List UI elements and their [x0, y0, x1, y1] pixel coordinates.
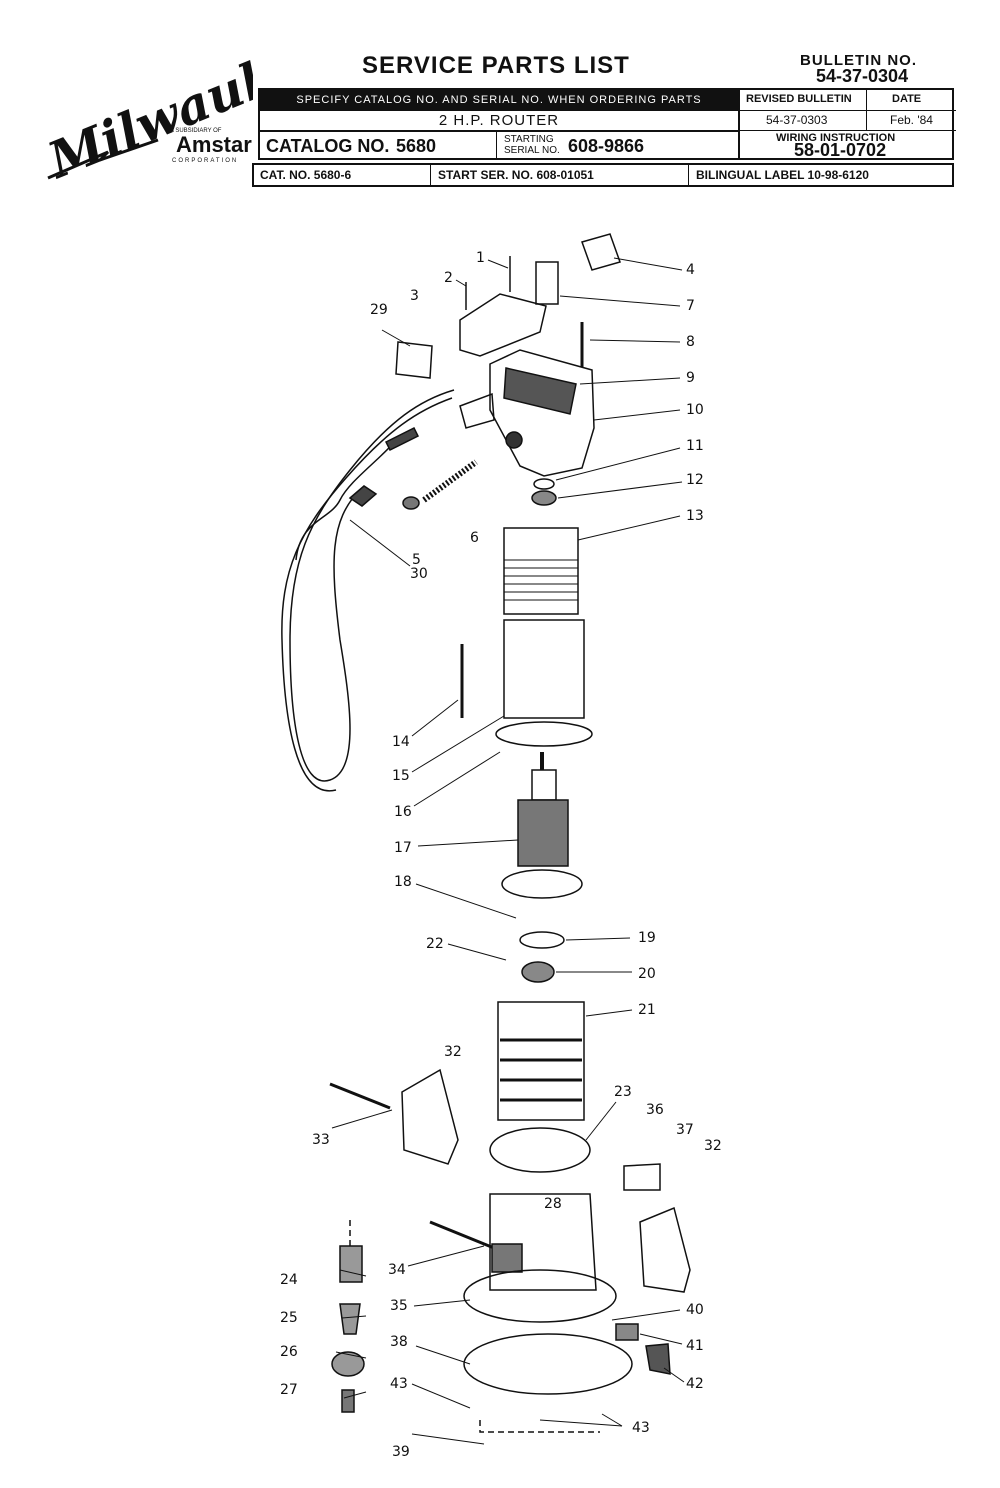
- subheader-table: CAT. NO. 5680-6 START SER. NO. 608-01051…: [252, 163, 954, 187]
- callout-7: 7: [686, 298, 695, 314]
- wiring-value: 58-01-0702: [794, 140, 887, 160]
- serial-value: 608-9866: [568, 136, 645, 156]
- catalog-value: 5680: [396, 136, 437, 156]
- callout-26: 26: [280, 1344, 298, 1360]
- page-title: SERVICE PARTS LIST: [362, 52, 630, 79]
- callout-43-right: 43: [632, 1420, 650, 1436]
- callout-37: 37: [676, 1122, 694, 1138]
- callout-17: 17: [394, 840, 412, 856]
- callout-9: 9: [686, 370, 695, 386]
- callout-5: 5: [412, 552, 421, 568]
- callout-32-left: 32: [444, 1044, 462, 1060]
- callout-39: 39: [392, 1444, 410, 1460]
- specify-note: SPECIFY CATALOG NO. AND SERIAL NO. WHEN …: [260, 90, 738, 110]
- callout-30: 30: [410, 566, 428, 582]
- subsidiary-line: A SUBSIDIARY OF: [170, 128, 222, 134]
- callout-20: 20: [638, 966, 656, 982]
- label-29: [395, 341, 433, 379]
- revised-value: 54-37-0303: [766, 113, 828, 127]
- callout-23: 23: [614, 1084, 632, 1100]
- serial-label: SERIAL NO.: [504, 145, 560, 156]
- bulletin-number: 54-37-0304: [816, 66, 909, 86]
- callout-18: 18: [394, 874, 412, 890]
- sub-start-ser: START SER. NO. 608-01051: [438, 168, 594, 182]
- callout-38: 38: [390, 1334, 408, 1350]
- callout-11: 11: [686, 438, 704, 454]
- callout-14: 14: [392, 734, 410, 750]
- callout-15: 15: [392, 768, 410, 784]
- callout-8: 8: [686, 334, 695, 350]
- callout-36: 36: [646, 1102, 664, 1118]
- date-value: Feb. '84: [890, 113, 933, 127]
- callout-2: 2: [444, 270, 453, 286]
- callout-12: 12: [686, 472, 704, 488]
- callout-1: 1: [476, 250, 485, 266]
- header-table: SPECIFY CATALOG NO. AND SERIAL NO. WHEN …: [258, 88, 956, 160]
- sub-cat-no: CAT. NO. 5680-6: [260, 168, 352, 182]
- amstar-logo: Amstar: [176, 132, 252, 157]
- callout-32-right: 32: [704, 1138, 722, 1154]
- callout-28: 28: [544, 1196, 562, 1212]
- callout-29: 29: [370, 302, 388, 318]
- switch-part: [581, 233, 621, 271]
- switch-bracket: [535, 261, 559, 305]
- callout-4: 4: [686, 262, 695, 278]
- callout-35: 35: [390, 1298, 408, 1314]
- callout-24: 24: [280, 1272, 298, 1288]
- product-name: 2 H.P. ROUTER: [260, 110, 738, 131]
- callout-25: 25: [280, 1310, 298, 1326]
- callout-22: 22: [426, 936, 444, 952]
- revised-label: REVISED BULLETIN: [746, 93, 852, 105]
- callout-42: 42: [686, 1376, 704, 1392]
- callout-33: 33: [312, 1132, 330, 1148]
- catalog-row: CATALOG NO. 5680 STARTING SERIAL NO. 608…: [260, 130, 738, 160]
- callout-3: 3: [410, 288, 419, 304]
- sub-bilingual: BILINGUAL LABEL 10-98-6120: [696, 168, 869, 182]
- callout-21: 21: [638, 1002, 656, 1018]
- bulletin-label: BULLETIN NO.: [800, 52, 917, 69]
- callout-16: 16: [394, 804, 412, 820]
- wiring-label: WIRING INSTRUCTION: [776, 132, 896, 144]
- callout-6: 6: [470, 530, 479, 546]
- callout-34: 34: [388, 1262, 406, 1278]
- callout-43-left: 43: [390, 1376, 408, 1392]
- catalog-label: CATALOG NO.: [266, 136, 390, 156]
- callout-19: 19: [638, 930, 656, 946]
- callout-41: 41: [686, 1338, 704, 1354]
- starting-label: STARTING: [504, 134, 554, 145]
- callout-10: 10: [686, 402, 704, 418]
- callout-40: 40: [686, 1302, 704, 1318]
- callout-27: 27: [280, 1382, 298, 1398]
- amstar-sub: CORPORATION: [172, 158, 238, 164]
- date-label: DATE: [892, 93, 922, 105]
- callout-13: 13: [686, 508, 704, 524]
- mounting-plate: [459, 293, 547, 357]
